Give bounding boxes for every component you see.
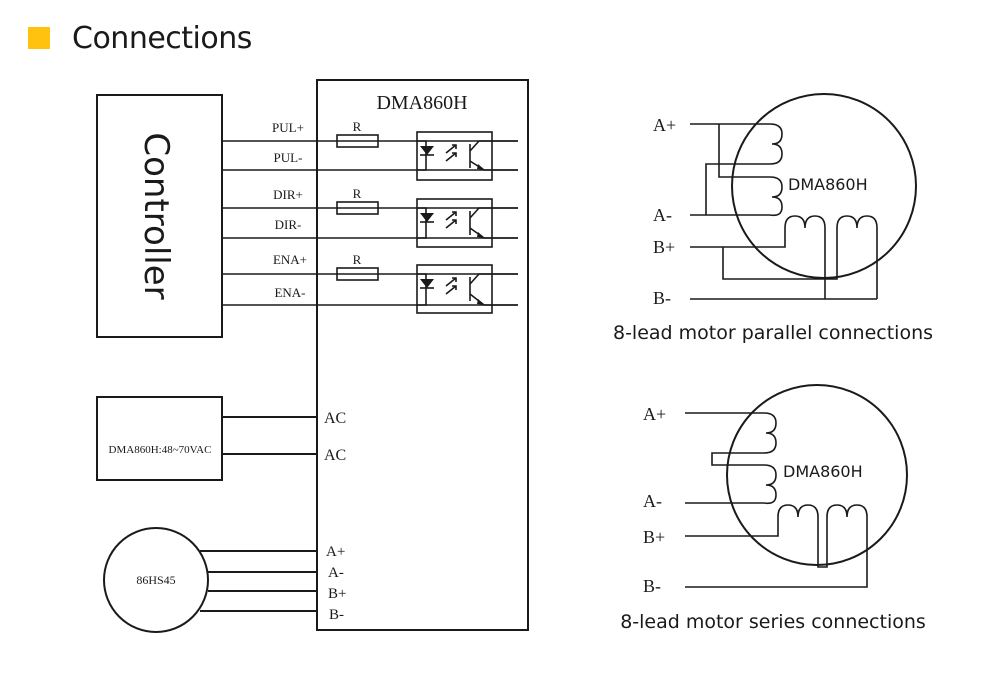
signal-label: ENA- xyxy=(274,285,305,300)
power-supply-label: DMA860H:48~70VAC xyxy=(109,444,212,456)
optocoupler-inputs: R R R xyxy=(222,119,518,314)
transistor xyxy=(469,273,518,306)
series-caption: 8-lead motor series connections xyxy=(620,611,926,633)
resistor-label: R xyxy=(353,252,362,267)
light-arrow-icon xyxy=(445,144,457,162)
lead-label: A- xyxy=(653,205,672,225)
optocoupler xyxy=(416,131,493,181)
emitter-arrow-icon xyxy=(477,164,485,170)
driver-box xyxy=(316,79,529,631)
resistor-label: R xyxy=(353,186,362,201)
ac-terminal-label: AC xyxy=(324,447,346,464)
motor-circle xyxy=(103,527,209,633)
coil xyxy=(685,412,777,505)
motor-label: 86HS45 xyxy=(136,573,175,587)
signal-label: PUL+ xyxy=(272,120,304,135)
opto-lead xyxy=(417,207,427,239)
emitter-arrow-icon xyxy=(477,299,485,305)
transistor xyxy=(469,140,518,171)
signal-label: ENA+ xyxy=(273,252,307,267)
controller-box xyxy=(96,94,223,338)
lead-label: A+ xyxy=(643,404,666,424)
transistor xyxy=(469,207,518,239)
motor-terminal-label: A- xyxy=(328,565,344,581)
parallel-caption: 8-lead motor parallel connections xyxy=(613,322,933,344)
resistor-label: R xyxy=(353,119,362,134)
jumper-wire xyxy=(718,124,770,178)
lead-label: B+ xyxy=(653,237,675,257)
light-arrow-icon xyxy=(445,211,457,229)
motor-label: DMA860H xyxy=(788,175,868,194)
motor-terminal-label: B+ xyxy=(328,586,346,602)
section-header: Connections xyxy=(28,20,252,56)
parallel-connection-diagram: DMA860H A+ A- B+ B- 8-lead motor paralle… xyxy=(613,93,933,344)
jumper-wire xyxy=(705,163,770,215)
led-icon xyxy=(420,146,434,155)
driver-block: DMA860H xyxy=(316,79,529,631)
lead-label: B+ xyxy=(643,527,665,547)
controller-label: Controller xyxy=(136,132,176,299)
signal-lines: PUL+ PUL- DIR+ DIR- ENA+ ENA- xyxy=(272,120,307,300)
coil xyxy=(690,215,826,290)
optocoupler xyxy=(416,198,493,248)
accent-square-icon xyxy=(28,27,50,49)
motor-terminal-label: B- xyxy=(329,607,344,623)
motor-label: DMA860H xyxy=(783,462,863,481)
opto-lead xyxy=(417,273,427,306)
resistor xyxy=(336,267,379,281)
controller-block: Controller xyxy=(96,94,223,338)
coil xyxy=(769,176,783,217)
power-supply-block: DMA860H:48~70VAC AC AC xyxy=(96,396,346,481)
motor-block: 86HS45 A+ A- B+ B- xyxy=(103,527,346,633)
lead-label: A+ xyxy=(653,115,676,135)
resistor xyxy=(336,134,379,148)
motor-circle xyxy=(726,384,908,566)
led-icon xyxy=(420,279,434,288)
optocoupler xyxy=(416,264,493,314)
resistor xyxy=(336,201,379,215)
section-title: Connections xyxy=(72,20,252,56)
power-supply-box xyxy=(96,396,223,481)
signal-label: DIR+ xyxy=(273,187,303,202)
motor-circle xyxy=(731,93,917,279)
coil xyxy=(685,504,868,588)
lead-label: B- xyxy=(643,576,661,596)
ac-terminal-label: AC xyxy=(324,410,346,427)
signal-label: PUL- xyxy=(274,150,303,165)
driver-name: DMA860H xyxy=(376,92,467,114)
lead-label: A- xyxy=(643,491,662,511)
led-icon xyxy=(420,213,434,222)
motor-terminal-label: A+ xyxy=(326,544,345,560)
series-connection-diagram: DMA860H A+ A- B+ B- 8-lead motor series … xyxy=(620,384,926,633)
signal-label: DIR- xyxy=(275,217,302,232)
coil xyxy=(769,123,783,165)
emitter-arrow-icon xyxy=(477,232,485,238)
light-arrow-icon xyxy=(445,277,457,295)
coil xyxy=(722,215,878,299)
lead-label: B- xyxy=(653,288,671,308)
